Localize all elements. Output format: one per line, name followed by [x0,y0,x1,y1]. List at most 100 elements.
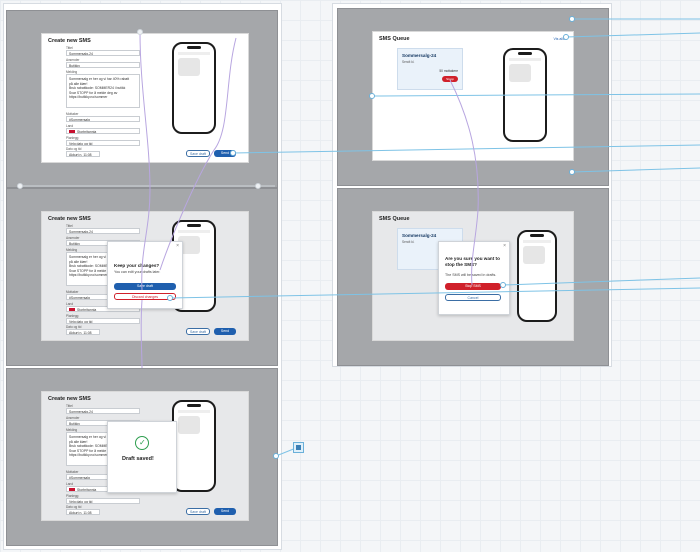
frame-draft-saved[interactable]: Create new SMS Tittel Sommersalg-24 Avse… [6,368,278,546]
stop-sms-confirm-button[interactable]: Stop SMS [445,283,501,290]
send-date-input[interactable]: Akkurt n. 11:08 [66,509,100,515]
field-label-recipient: Mottaker [66,112,79,116]
draft-saved-message: Draft saved! [122,456,154,462]
flag-icon [69,488,75,491]
dialog-text: The SMS will be saved in drafts. [445,273,497,277]
message-line: Bruk rabattkode: SOMMER24 i butikk [69,86,126,91]
phone-header [178,230,210,233]
message-line: Svar STOPP for å melde deg av [69,448,118,453]
send-button[interactable]: Send [214,328,236,335]
draft-saved-toast: ✓ Draft saved! [107,421,177,493]
field-label-title: Tittel [66,404,73,408]
page-title: Create new SMS [48,38,91,44]
queue-item-title: Sommersalg-24 [402,233,437,238]
page-title: Create new SMS [48,396,91,402]
message-textarea[interactable]: Sommersalg er her og vi har 40% rabatt p… [66,74,140,108]
close-icon[interactable]: × [503,243,506,249]
sender-input[interactable]: Butikky [66,62,140,68]
save-draft-button[interactable]: Save draft [186,328,210,335]
message-line: Svar STOPP for å melde deg av [69,268,118,273]
flag-icon [69,130,75,133]
connector-anchor[interactable] [369,93,375,99]
save-draft-button[interactable]: Save draft [114,283,176,290]
send-date-input[interactable]: Akkurt n. 11:08 [66,329,100,335]
frame-create-sms[interactable]: Create new SMS Tittel Sommersalg-24 Avse… [6,10,278,188]
frame-handle[interactable] [17,183,23,189]
field-label-sender: Avsender [66,58,80,62]
message-line: Bruk rabattkode: SOMMER24 i butikk [69,444,126,449]
message-line: på alle klær! [69,439,88,444]
page-title: SMS Queue [379,216,410,222]
phone-preview [517,230,557,322]
field-label-title: Tittel [66,224,73,228]
schedule-input[interactable]: Velg dato og tid [66,498,140,504]
phone-notch [530,234,544,237]
field-label-message: Melding [66,248,78,252]
send-date-input[interactable]: Akkurt n. 11:08 [66,151,100,157]
field-label-country: Land [66,124,74,128]
country-select[interactable]: Storbritannia [66,128,140,134]
page-title: SMS Queue [379,36,410,42]
stop-sms-button[interactable]: Stopp [442,76,458,82]
connector-anchor[interactable] [230,150,236,156]
field-label-send-date: Dato og tid [66,325,82,329]
country-value: Storbritannia [77,488,97,492]
phone-notch [518,52,532,55]
connector-anchor[interactable] [563,34,569,40]
message-line: Sommersalg er her og vi har 40% rabatt [69,255,130,259]
connector-anchor[interactable] [569,16,575,22]
connector-line [502,277,700,286]
message-line: på alle klær! [69,81,88,86]
flow-curve [140,299,143,369]
phone-notch [187,404,201,407]
message-line: https://butikky.no/sommer [69,95,108,100]
queue-item-title: Sommersalg-24 [402,53,437,58]
message-bubble [178,58,200,76]
country-select[interactable]: Storbritannia [66,306,140,312]
title-input[interactable]: Sommersalg-24 [66,408,140,414]
message-line: https://butikky.no/sommer [69,453,108,458]
save-draft-button[interactable]: Save draft [186,508,210,515]
phone-header [178,410,210,413]
send-button[interactable]: Send [214,150,236,157]
view-all-link[interactable]: Vis alle [553,37,565,41]
message-line: https://butikky.no/sommer [69,273,108,278]
message-line: Sommersalg er her og vi har 40% rabatt [69,77,130,81]
field-label-schedule: Planlegg [66,136,79,140]
field-label-country: Land [66,482,74,486]
dialog-title: Keep your changes? [114,263,160,268]
frame-handle[interactable] [137,29,143,35]
country-value: Storbritannia [77,308,97,312]
send-button[interactable]: Send [214,508,236,515]
country-value: Storbritannia [77,130,97,134]
save-draft-button[interactable]: Save draft [186,150,210,157]
message-line: Svar STOPP for å melde deg av [69,90,118,95]
connector-line [275,447,297,457]
title-input[interactable]: Sommersalg-24 [66,228,140,234]
field-label-country: Land [66,302,74,306]
cancel-button[interactable]: Cancel [445,294,501,301]
schedule-input[interactable]: Velg dato og tid [66,140,140,146]
checkmark-glyph: ✓ [139,438,146,447]
flow-curve [139,31,151,291]
message-line: på alle klær! [69,259,88,264]
frame-stop-sms[interactable]: SMS Queue Sommersalg-24 Sendt kl. × Are … [337,188,609,366]
field-label-title: Tittel [66,46,73,50]
frame-handle[interactable] [255,183,261,189]
connector-anchor[interactable] [500,282,506,288]
field-label-sender: Avsender [66,416,80,420]
connector-anchor[interactable] [569,169,575,175]
discard-changes-button[interactable]: Discard changes [114,293,176,300]
phone-header [178,52,210,55]
comment-icon[interactable] [293,442,304,453]
connector-anchor[interactable] [167,295,173,301]
close-icon[interactable]: × [176,243,179,249]
schedule-input[interactable]: Velg dato og tid [66,318,140,324]
message-bubble [178,236,200,254]
connector-line [571,167,700,173]
recipient-input[interactable]: #Sommersalg [66,116,140,122]
connector-anchor[interactable] [273,453,279,459]
title-input[interactable]: Sommersalg-24 [66,50,140,56]
phone-header [523,240,551,243]
